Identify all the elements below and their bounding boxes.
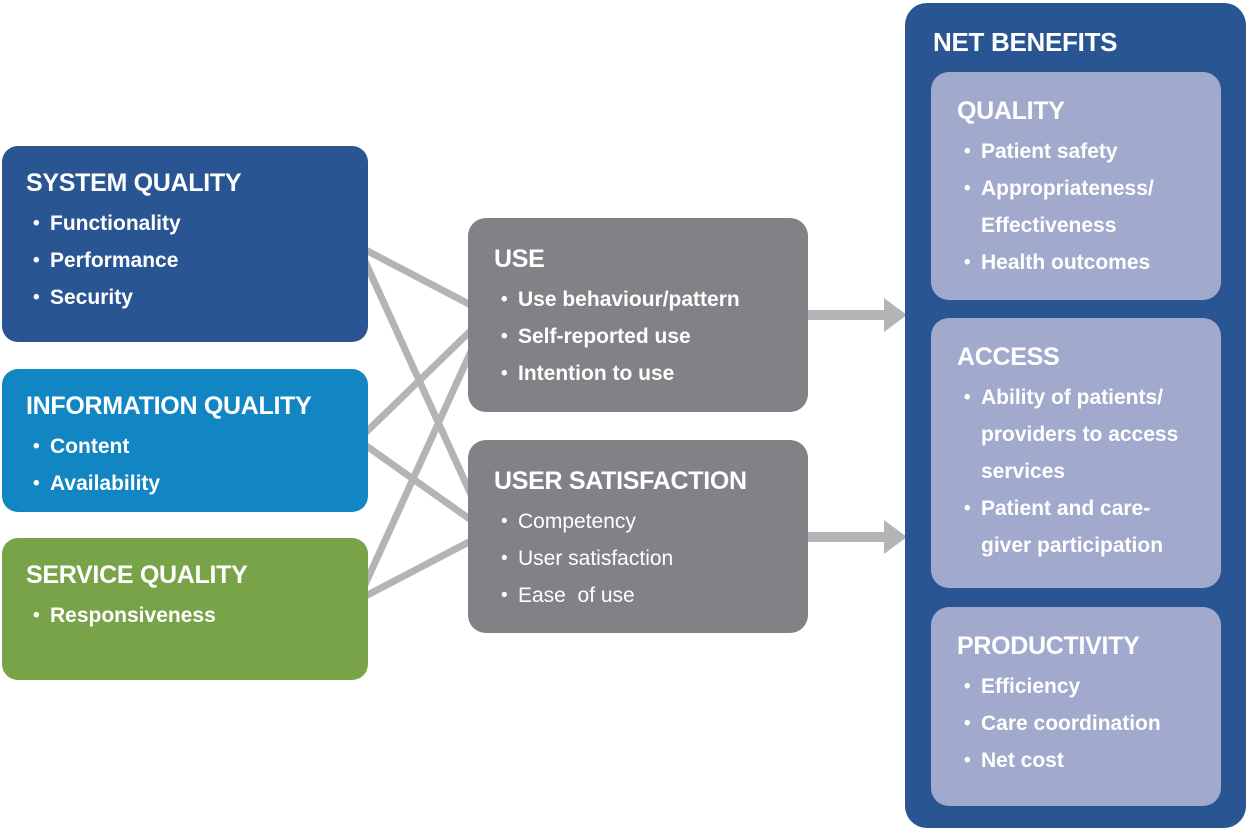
bullet-icon: • (964, 676, 971, 697)
list-item: • Performance (26, 242, 344, 279)
list-item: • Health outcomes (957, 244, 1203, 281)
connector-line (354, 244, 492, 534)
list-item: • Content (26, 428, 344, 465)
bullet-icon: • (33, 250, 40, 271)
list-item: • Availability (26, 465, 344, 502)
quality-box: QUALITY • Patient safety • Appropriatene… (931, 72, 1221, 300)
box-title: QUALITY (957, 97, 1065, 125)
arrow-use-to-benefits (808, 298, 907, 332)
connector-line (354, 312, 492, 602)
bullet-icon: • (33, 473, 40, 494)
user-satisfaction-box: USER SATISFACTION • Competency • User sa… (468, 440, 808, 633)
panel-title: NET BENEFITS (933, 27, 1118, 57)
bullet-icon: • (501, 363, 508, 384)
box-title: ACCESS (957, 343, 1060, 371)
system-quality-box: SYSTEM QUALITY • Functionality • Perform… (2, 146, 368, 342)
list-item-label: Patient and care- giver participation (981, 497, 1164, 557)
list-item-label: User satisfaction (518, 547, 674, 570)
list-item: • Patient and care- giver participation (957, 490, 1203, 564)
bullet-icon: • (964, 498, 971, 519)
box-title: USER SATISFACTION (494, 467, 747, 495)
list-item: • Ability of patients/ providers to acce… (957, 379, 1203, 490)
service-quality-box: SERVICE QUALITY • Responsiveness (2, 538, 368, 680)
bullet-icon: • (964, 387, 971, 408)
use-box: USE • Use behaviour/pattern • Self-repor… (468, 218, 808, 412)
list-item-label: Security (50, 286, 133, 309)
list-item-label: Performance (50, 249, 179, 272)
bullet-icon: • (964, 750, 971, 771)
list-item-label: Appropriateness/ Effectiveness (981, 177, 1160, 237)
list-item-label: Content (50, 435, 130, 458)
list-item: • Appropriateness/ Effectiveness (957, 170, 1203, 244)
box-title: USE (494, 245, 545, 273)
bullet-icon: • (33, 605, 40, 626)
list-item-label: Intention to use (518, 362, 675, 385)
list-item: • User satisfaction (494, 540, 784, 577)
box-title: SERVICE QUALITY (26, 561, 248, 589)
bullet-icon: • (501, 585, 508, 606)
box-title: PRODUCTIVITY (957, 632, 1140, 660)
connector-line (355, 311, 491, 443)
bullet-icon: • (33, 436, 40, 457)
list-item: • Net cost (957, 742, 1203, 779)
list-item-label: Availability (50, 472, 161, 495)
box-title: INFORMATION QUALITY (26, 392, 312, 420)
bullet-icon: • (964, 141, 971, 162)
access-box: ACCESS • Ability of patients/ providers … (931, 318, 1221, 588)
bullet-icon: • (964, 178, 971, 199)
list-item: • Patient safety (957, 133, 1203, 170)
list-item: • Functionality (26, 205, 344, 242)
box-title: SYSTEM QUALITY (26, 169, 242, 197)
connector-line (356, 528, 490, 604)
net-benefits-panel: NET BENEFITS QUALITY • Patient safety • … (905, 3, 1246, 828)
list-item: • Ease of use (494, 577, 784, 614)
list-item-label: Use behaviour/pattern (518, 288, 740, 311)
list-item: • Care coordination (957, 705, 1203, 742)
list-item: • Self-reported use (494, 318, 784, 355)
list-item-label: Net cost (981, 749, 1064, 772)
list-item: • Intention to use (494, 355, 784, 392)
list-item-label: Responsiveness (50, 604, 216, 627)
list-item-label: Care coordination (981, 712, 1161, 735)
list-item-label: Efficiency (981, 675, 1081, 698)
list-item: • Efficiency (957, 668, 1203, 705)
list-item-label: Patient safety (981, 140, 1118, 163)
bullet-icon: • (501, 289, 508, 310)
bullet-icon: • (501, 326, 508, 347)
list-item: • Security (26, 279, 344, 316)
connector-line (355, 437, 491, 535)
list-item-label: Ease of use (518, 584, 635, 607)
list-item: • Responsiveness (26, 597, 344, 634)
list-item: • Use behaviour/pattern (494, 281, 784, 318)
bullet-icon: • (964, 713, 971, 734)
list-item: • Competency (494, 503, 784, 540)
bullet-icon: • (964, 252, 971, 273)
productivity-box: PRODUCTIVITY • Efficiency • Care coordin… (931, 607, 1221, 806)
connector-line (356, 242, 490, 318)
list-item-label: Competency (518, 510, 636, 533)
list-item-label: Ability of patients/ providers to access… (981, 386, 1185, 483)
list-item-label: Self-reported use (518, 325, 691, 348)
list-item-label: Health outcomes (981, 251, 1151, 274)
information-quality-box: INFORMATION QUALITY • Content • Availabi… (2, 369, 368, 512)
bullet-icon: • (501, 511, 508, 532)
bullet-icon: • (33, 287, 40, 308)
list-item-label: Functionality (50, 212, 181, 235)
bullet-icon: • (33, 213, 40, 234)
bullet-icon: • (501, 548, 508, 569)
arrow-satisfaction-to-benefits (808, 520, 907, 554)
